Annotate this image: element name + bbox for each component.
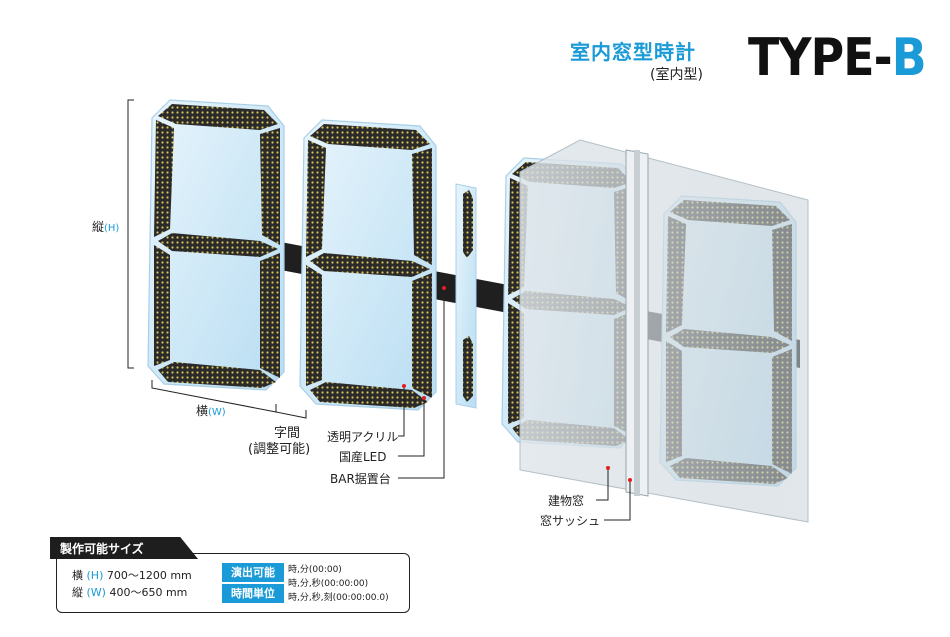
window-sash bbox=[625, 149, 649, 497]
led-segment bbox=[310, 124, 430, 150]
height-label: 縦(H) bbox=[92, 220, 120, 234]
seven-segment-digit-icon bbox=[147, 99, 285, 391]
sash-label: 窓サッシュ bbox=[540, 514, 601, 528]
bar-label: BAR据置台 bbox=[330, 472, 391, 486]
led-segment bbox=[154, 120, 174, 237]
led-segment bbox=[260, 253, 280, 378]
window-label: 建物窓 bbox=[548, 494, 585, 508]
red-dot-marker-icon bbox=[402, 286, 632, 482]
led-segment bbox=[310, 382, 428, 408]
led-segment bbox=[412, 273, 432, 398]
led-segment bbox=[158, 362, 276, 388]
width-label: 横(W) bbox=[196, 404, 226, 418]
led-segment bbox=[154, 245, 170, 366]
dimension-lines bbox=[127, 99, 631, 521]
led-segment bbox=[310, 253, 430, 277]
spec-width: 横 (H) 700～1200 mm bbox=[72, 569, 192, 582]
type-prefix: TYPE- bbox=[748, 28, 893, 88]
spacing-label-line1: 字間 bbox=[274, 426, 301, 441]
spec-height: 縦 (W) 400～650 mm bbox=[72, 586, 188, 599]
badge-display: 演出可能 bbox=[222, 563, 284, 582]
unit-option: 時,分(00:00) bbox=[288, 565, 342, 575]
spec-heading-tab: 製作可能サイズ bbox=[50, 537, 198, 559]
type-letter: B bbox=[891, 28, 927, 88]
led-segment bbox=[306, 140, 326, 257]
product-title: 室内窓型時計 bbox=[570, 40, 696, 64]
spec-heading: 製作可能サイズ bbox=[60, 542, 144, 556]
led-segment bbox=[158, 104, 278, 130]
building-window-glass bbox=[519, 139, 809, 523]
colon-segment-icon bbox=[455, 183, 477, 409]
unit-option: 時,分,秒(00:00:00) bbox=[288, 579, 369, 589]
product-subtitle: (室内型) bbox=[650, 67, 703, 83]
led-label: 国産LED bbox=[339, 450, 387, 464]
type-title: TYPE-B bbox=[748, 28, 927, 88]
seven-segment-digit-icon bbox=[299, 119, 437, 411]
led-segment bbox=[260, 128, 280, 245]
spacing-label-line2: (調整可能) bbox=[248, 442, 311, 457]
led-segment bbox=[158, 233, 278, 257]
unit-option: 時,分,秒,刻(00:00:00.0) bbox=[288, 593, 389, 603]
badge-time-unit: 時間単位 bbox=[222, 584, 284, 603]
acrylic-label: 透明アクリル bbox=[327, 430, 399, 444]
led-segment bbox=[306, 265, 322, 386]
led-segment bbox=[412, 148, 432, 265]
